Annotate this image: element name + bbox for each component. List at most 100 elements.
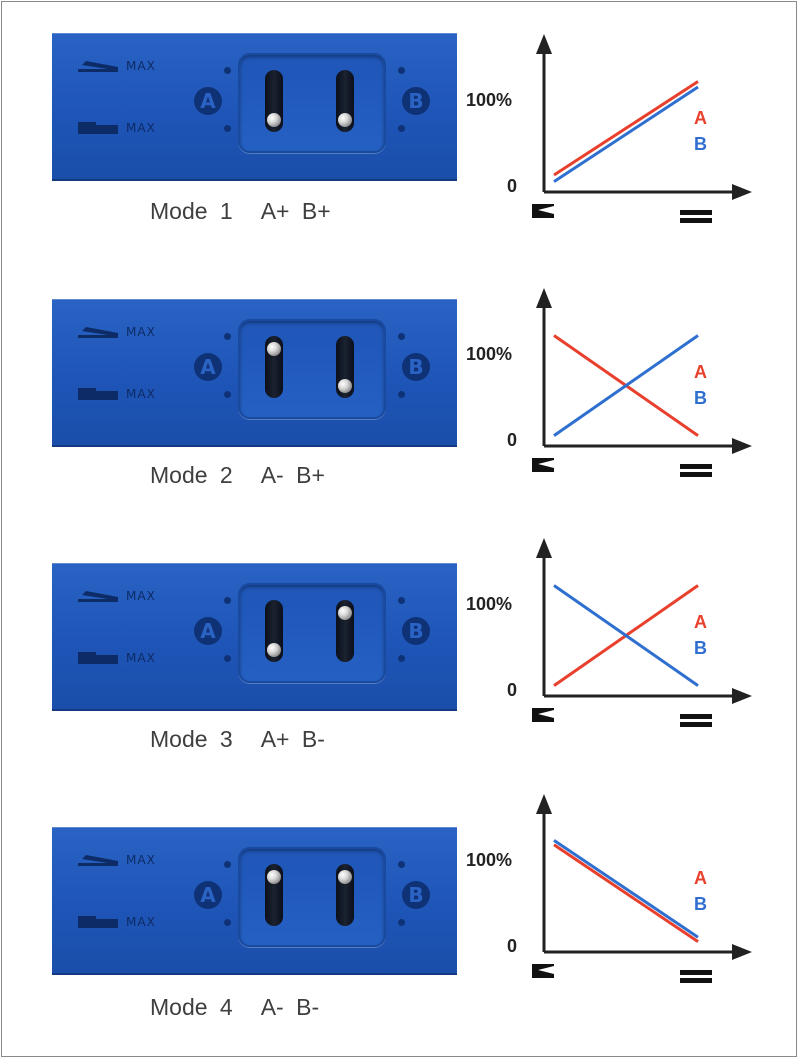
y-axis-arrow <box>536 794 552 814</box>
series-b-line <box>553 85 699 183</box>
x-axis-arrow <box>732 438 752 454</box>
legend-b: B <box>694 134 707 154</box>
indicator-dot <box>398 125 405 132</box>
channel-b-badge: B <box>402 617 430 645</box>
flat-symbol-icon <box>680 978 712 983</box>
output-graph: 100% 0 A B <box>462 282 762 502</box>
max-label: MAX <box>126 651 156 665</box>
switch-b-slot[interactable] <box>336 70 354 132</box>
flat-symbol-icon <box>680 218 712 223</box>
indicator-dot <box>224 861 231 868</box>
max-label: MAX <box>126 121 156 135</box>
series-b-line <box>553 584 699 687</box>
flat-symbol-icon <box>680 970 712 975</box>
y-axis-zero-label: 0 <box>507 176 518 196</box>
ramp-icon <box>78 591 118 602</box>
flat-ramp-icon <box>78 388 118 400</box>
indicator-dot <box>224 125 231 132</box>
ramp-symbol-icon <box>532 708 554 722</box>
indicator-dot <box>224 391 231 398</box>
flat-ramp-icon <box>78 916 118 928</box>
max-label: MAX <box>126 59 156 73</box>
flat-symbol-icon <box>680 722 712 727</box>
indicator-dot <box>224 597 231 604</box>
switch-a-slot[interactable] <box>265 864 283 926</box>
y-axis-zero-label: 0 <box>507 680 518 700</box>
indicator-dot <box>398 333 405 340</box>
legend-b: B <box>694 894 707 914</box>
indicator-dot <box>398 67 405 74</box>
indicator-dot <box>398 391 405 398</box>
y-axis-arrow <box>536 288 552 308</box>
switch-plate <box>238 583 386 683</box>
y-axis-top-label: 100% <box>466 850 513 870</box>
indicator-dot <box>398 597 405 604</box>
mode-title: Mode 1 <box>150 198 233 224</box>
max-label: MAX <box>126 915 156 929</box>
y-axis-zero-label: 0 <box>507 936 518 956</box>
channel-a-badge: A <box>194 87 222 115</box>
ramp-icon <box>78 855 118 866</box>
switch-b-knob[interactable] <box>338 379 352 393</box>
ramp-icon <box>78 327 118 338</box>
legend-a: A <box>694 612 707 632</box>
switch-b-knob[interactable] <box>338 606 352 620</box>
switch-b-slot[interactable] <box>336 600 354 662</box>
switch-a-knob[interactable] <box>267 342 281 356</box>
controller-panel: MAX MAX A B <box>52 563 457 711</box>
controller-panel: MAX MAX A B <box>52 299 457 447</box>
legend-b: B <box>694 388 707 408</box>
indicator-dot <box>398 919 405 926</box>
max-label: MAX <box>126 589 156 603</box>
switch-a-knob[interactable] <box>267 643 281 657</box>
graph-svg <box>532 538 752 727</box>
max-label: MAX <box>126 325 156 339</box>
switch-a-knob[interactable] <box>267 113 281 127</box>
indicator-dot <box>224 67 231 74</box>
flat-ramp-icon <box>78 122 118 134</box>
indicator-dot <box>224 919 231 926</box>
channel-a-badge: A <box>194 617 222 645</box>
flat-symbol-icon <box>680 714 712 719</box>
switch-b-slot[interactable] <box>336 336 354 398</box>
legend-a: A <box>694 362 707 382</box>
series-b-line <box>553 839 699 939</box>
x-axis-arrow <box>732 184 752 200</box>
x-axis-arrow <box>732 688 752 704</box>
mode-signs: A- B+ <box>260 462 325 488</box>
switch-a-knob[interactable] <box>267 870 281 884</box>
indicator-dot <box>224 333 231 340</box>
switch-b-slot[interactable] <box>336 864 354 926</box>
ramp-symbol-icon <box>532 964 554 978</box>
switch-plate <box>238 847 386 947</box>
switch-a-slot[interactable] <box>265 336 283 398</box>
graph-svg <box>532 288 752 477</box>
switch-a-slot[interactable] <box>265 70 283 132</box>
max-label: MAX <box>126 387 156 401</box>
legend-a: A <box>694 868 707 888</box>
mode-signs: A+ B- <box>260 726 325 752</box>
series-b-line <box>553 334 699 437</box>
y-axis-arrow <box>536 538 552 558</box>
y-axis-top-label: 100% <box>466 344 513 364</box>
mode-title: Mode 3 <box>150 726 233 752</box>
mode-caption: Mode 3 A+ B- <box>150 726 325 753</box>
flat-symbol-icon <box>680 472 712 477</box>
flat-ramp-icon <box>78 652 118 664</box>
switch-b-knob[interactable] <box>338 113 352 127</box>
indicator-dot <box>398 655 405 662</box>
output-graph: 100% 0 A B <box>462 788 762 1008</box>
switch-plate <box>238 319 386 419</box>
switch-b-knob[interactable] <box>338 870 352 884</box>
ramp-symbol-icon <box>532 458 554 472</box>
output-graph: 100% 0 A B <box>462 28 762 248</box>
channel-b-badge: B <box>402 881 430 909</box>
max-label: MAX <box>126 853 156 867</box>
channel-a-badge: A <box>194 881 222 909</box>
switch-a-slot[interactable] <box>265 600 283 662</box>
indicator-dot <box>398 861 405 868</box>
legend-b: B <box>694 638 707 658</box>
mode-title: Mode 4 <box>150 994 233 1020</box>
